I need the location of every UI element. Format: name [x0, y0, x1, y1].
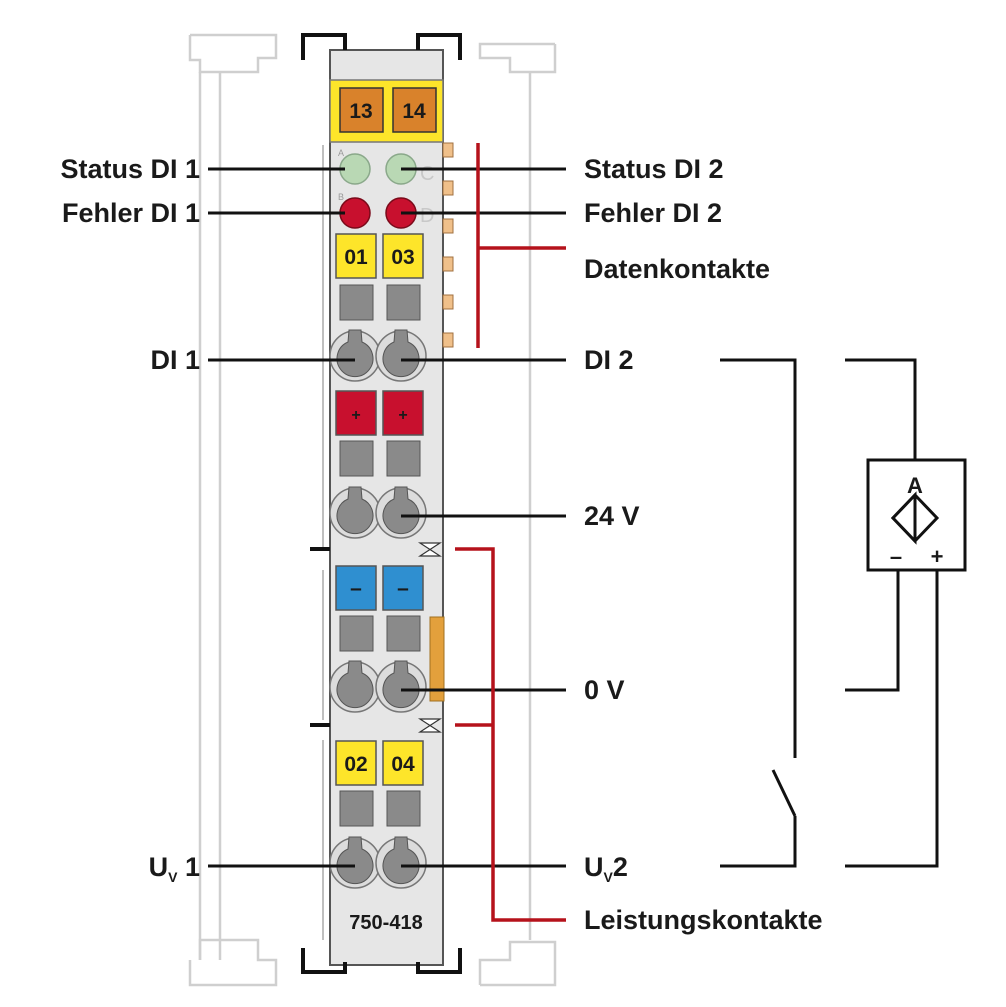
label-status-di1: Status DI 1	[60, 154, 200, 184]
switch-circuit	[720, 358, 797, 868]
uv2-num: 2	[613, 852, 628, 882]
sensor-plus: +	[931, 544, 944, 569]
terminal-01-label: 01	[344, 246, 368, 269]
label-leistungskontakte: Leistungskontakte	[584, 905, 823, 935]
clamp-pair-row2	[329, 486, 427, 539]
led-letter-c: C	[420, 163, 434, 185]
label-24v: 24 V	[584, 501, 640, 531]
terminal-13-label: 13	[349, 100, 372, 123]
diamond-inner-icon	[890, 491, 917, 545]
terminal-04	[382, 740, 424, 786]
led-letter-a: A	[338, 148, 344, 158]
right-leader-lines	[401, 167, 566, 868]
uv2-sub: V	[604, 869, 614, 885]
left-leader-lines	[208, 167, 355, 868]
data-contacts	[442, 142, 454, 348]
terminal-plus-1-label: +	[351, 407, 360, 424]
terminal-04-label: 04	[391, 753, 415, 776]
data-contacts-bracket	[476, 143, 566, 348]
din-rail-outline	[188, 33, 557, 987]
label-status-di2: Status DI 2	[584, 154, 724, 184]
power-contacts-bracket	[455, 547, 566, 922]
terminal-minus-1-label: –	[350, 577, 362, 600]
release-slot	[386, 790, 421, 827]
clamp-pair-row4	[329, 836, 427, 889]
label-fehler-di2: Fehler DI 2	[584, 198, 722, 228]
label-di1: DI 1	[150, 345, 200, 375]
uv2-main: U	[584, 852, 604, 882]
terminal-plus-2-label: +	[398, 407, 407, 424]
uv1-num: 1	[177, 852, 200, 882]
release-slot	[339, 284, 374, 321]
label-uv1: UV 1	[149, 852, 200, 885]
terminal-01	[335, 233, 377, 279]
uv1-sub: V	[168, 869, 178, 885]
power-contact-separator	[310, 542, 443, 733]
terminal-14	[392, 87, 437, 133]
terminal-13	[339, 87, 384, 133]
clamp-pair-row3	[329, 660, 427, 713]
terminal-02-label: 02	[344, 753, 367, 776]
terminal-plus-1	[335, 390, 377, 436]
release-slot	[386, 440, 421, 477]
terminal-14-label: 14	[402, 100, 426, 123]
release-slot	[386, 615, 421, 652]
terminal-minus-2	[382, 565, 424, 611]
sensor-symbol	[866, 458, 967, 572]
terminal-02	[335, 740, 377, 786]
terminal-minus-1	[335, 565, 377, 611]
terminal-minus-2-label: –	[397, 577, 409, 600]
terminal-03	[382, 233, 424, 279]
label-fehler-di1: Fehler DI 1	[62, 198, 200, 228]
uv1-main: U	[149, 852, 169, 882]
release-slot	[339, 790, 374, 827]
part-number: 750-418	[349, 912, 422, 934]
label-di2: DI 2	[584, 345, 634, 375]
led-letter-b: B	[338, 192, 344, 202]
terminal-03-label: 03	[391, 246, 414, 269]
label-0v: 0 V	[584, 675, 625, 705]
release-slot	[339, 440, 374, 477]
release-slot	[339, 615, 374, 652]
label-datenkontakte: Datenkontakte	[584, 254, 770, 284]
release-slot	[386, 284, 421, 321]
sensor-minus: –	[890, 544, 902, 569]
label-uv2: UV2	[584, 852, 628, 885]
clamp-pair-row1	[329, 329, 427, 382]
terminal-plus-2	[382, 390, 424, 436]
sensor-letter: A	[907, 473, 923, 498]
sensor-circuit	[845, 358, 939, 868]
power-contact-tab	[429, 616, 445, 702]
led-letter-d: D	[420, 205, 434, 227]
